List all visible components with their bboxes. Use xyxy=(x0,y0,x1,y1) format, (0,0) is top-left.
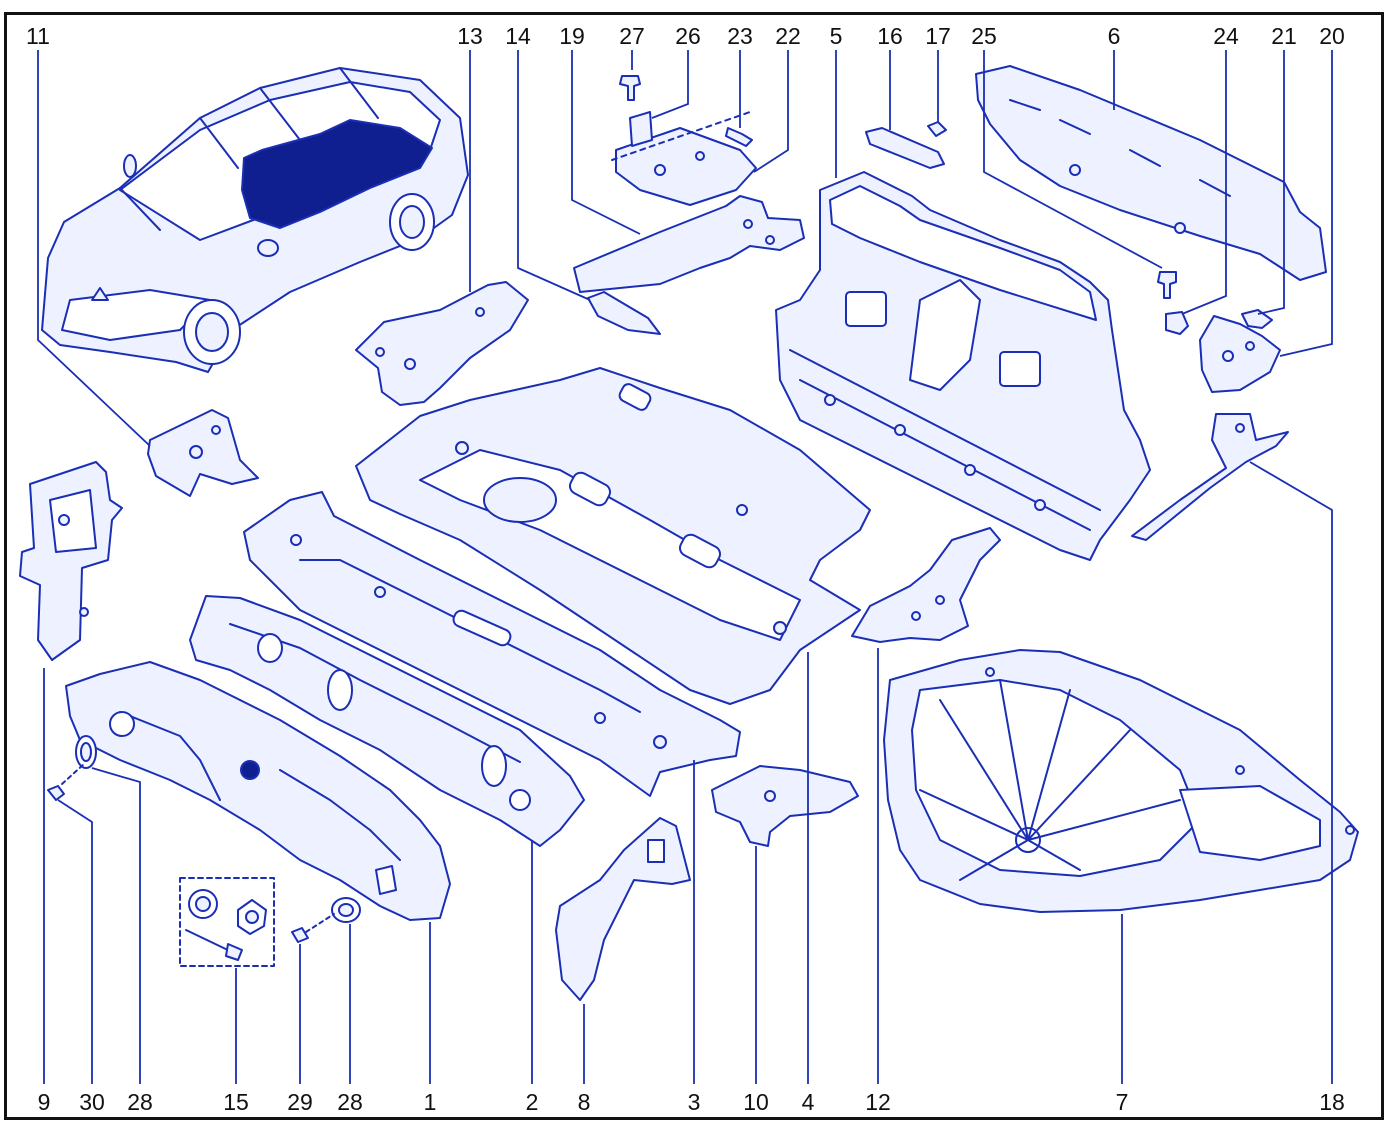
part-8 xyxy=(555,817,691,1001)
top-callout-11: 11 xyxy=(26,23,50,49)
part-22-bracket xyxy=(615,111,757,206)
top-callout-23: 23 xyxy=(727,23,753,49)
part-28-29-right xyxy=(291,897,361,943)
bottom-callout-18: 18 xyxy=(1319,1089,1345,1115)
bottom-callout-28: 28 xyxy=(337,1089,363,1115)
part-5 xyxy=(775,171,1151,561)
top-callout-20: 20 xyxy=(1319,23,1345,49)
part-10 xyxy=(711,765,859,847)
part-16 xyxy=(865,127,945,169)
top-callout-26: 26 xyxy=(675,23,701,49)
bottom-callout-15: 15 xyxy=(223,1089,249,1115)
bottom-callout-28: 28 xyxy=(127,1089,153,1115)
top-callout-17: 17 xyxy=(925,23,951,49)
part-6 xyxy=(975,65,1327,281)
top-callout-5: 5 xyxy=(830,23,843,49)
part-4 xyxy=(355,367,871,705)
part-13 xyxy=(355,281,529,406)
top-callout-14: 14 xyxy=(505,23,531,49)
bottom-callout-10: 10 xyxy=(743,1089,769,1115)
part-9 xyxy=(19,461,123,661)
part-3 xyxy=(243,491,741,797)
bottom-callout-4: 4 xyxy=(802,1089,815,1115)
top-callout-19: 19 xyxy=(559,23,585,49)
top-callout-16: 16 xyxy=(877,23,903,49)
part-2 xyxy=(189,595,585,847)
part-7 xyxy=(883,649,1359,913)
part-11 xyxy=(147,409,259,497)
bottom-callout-1: 1 xyxy=(424,1089,437,1115)
bottom-callout-2: 2 xyxy=(526,1089,539,1115)
bottom-callout-9: 9 xyxy=(38,1089,51,1115)
part-15-kit xyxy=(179,877,275,967)
car-overview xyxy=(41,67,469,373)
bottom-callout-8: 8 xyxy=(578,1089,591,1115)
part-14 xyxy=(587,291,661,335)
part-18 xyxy=(1131,413,1289,541)
part-28-30-left xyxy=(47,735,97,801)
top-callout-25: 25 xyxy=(971,23,997,49)
top-callout-24: 24 xyxy=(1213,23,1239,49)
fasteners-top xyxy=(611,75,1273,329)
part-12 xyxy=(851,527,1001,643)
top-callout-13: 13 xyxy=(457,23,483,49)
bottom-callout-29: 29 xyxy=(287,1089,313,1115)
top-callout-6: 6 xyxy=(1108,23,1121,49)
bottom-callout-12: 12 xyxy=(865,1089,891,1115)
bottom-callout-3: 3 xyxy=(688,1089,701,1115)
top-callout-22: 22 xyxy=(775,23,801,49)
bottom-callout-30: 30 xyxy=(79,1089,105,1115)
part-1 xyxy=(65,661,451,921)
top-callout-27: 27 xyxy=(619,23,645,49)
part-24-20-brackets xyxy=(1165,311,1281,393)
top-callout-21: 21 xyxy=(1271,23,1297,49)
part-19 xyxy=(573,195,805,293)
bottom-callout-7: 7 xyxy=(1116,1089,1129,1115)
